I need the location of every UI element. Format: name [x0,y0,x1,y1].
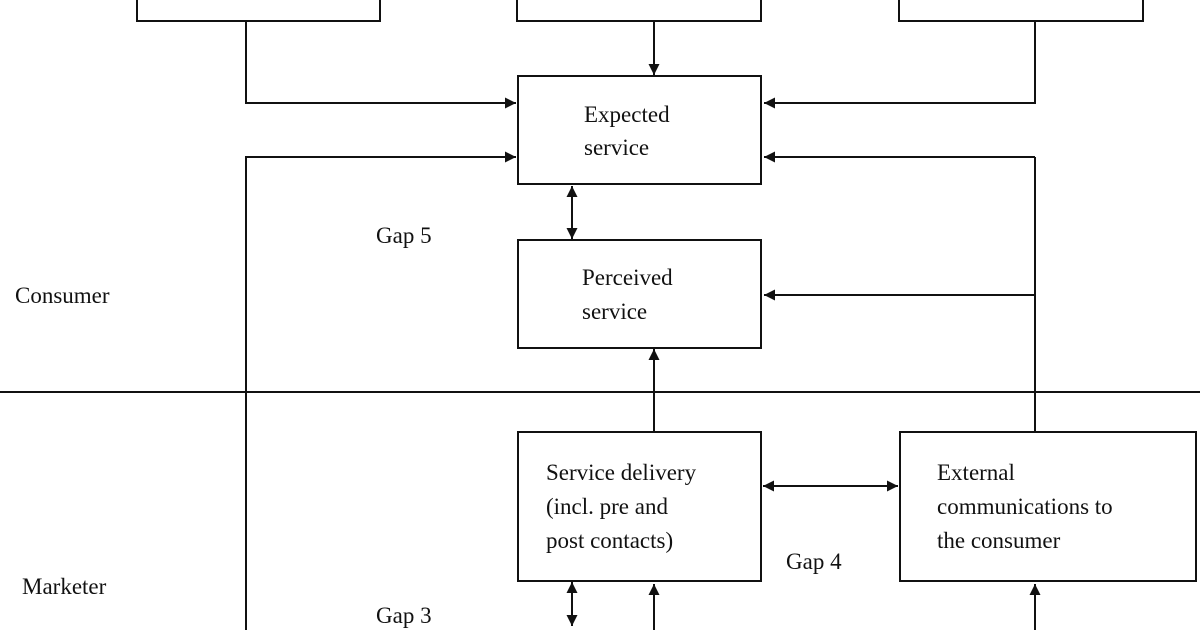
service-delivery-line-1: Service delivery [546,460,697,485]
expected-service-box [517,75,762,185]
arrow-left-vertical-to-expected [245,151,516,630]
top-center-box [516,0,762,22]
external-communications-box [899,431,1197,582]
gap3-label: Gap 3 [376,603,432,628]
top-right-box [898,0,1144,22]
service-delivery-line-2: (incl. pre and [546,494,668,519]
service-delivery-box [517,431,762,582]
gap5-label: Gap 5 [376,223,432,248]
external-communications-line-3: the consumer [937,528,1061,553]
gap4-label: Gap 4 [786,549,842,574]
arrow-top-right-to-expected [764,21,1036,109]
expected-service-line-1: Expected [584,102,670,127]
arrow-top-left-to-expected [245,21,516,109]
consumer-zone-label: Consumer [15,283,110,308]
marketer-zone-label: Marketer [22,574,107,599]
top-left-box [136,0,381,22]
expected-service-line-2: service [584,135,650,160]
perceived-service-box [517,239,762,349]
perceived-service-line-1: Perceived [582,265,673,290]
external-communications-line-1: External [937,460,1015,485]
service-delivery-line-3: post contacts) [546,528,674,553]
external-communications-line-2: communications to [937,494,1113,519]
perceived-service-line-2: service [582,299,648,324]
